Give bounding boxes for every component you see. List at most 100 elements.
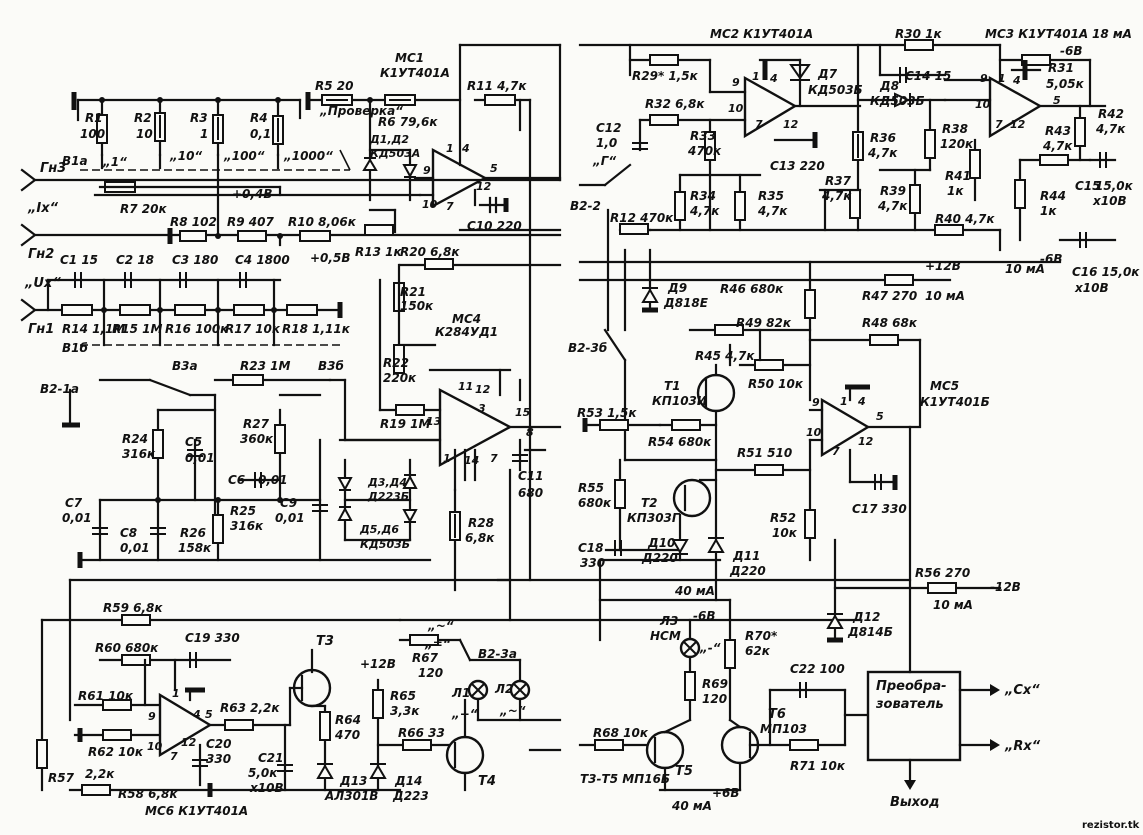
r4-range: „1000“ <box>283 149 333 163</box>
ma40a-label: 40 мА <box>674 584 715 598</box>
gn3-label: Гн3 <box>40 161 66 176</box>
r50-label: R50 10к <box>748 377 804 391</box>
t2-stage <box>582 418 816 622</box>
t1-label: T1 <box>664 379 681 393</box>
r28-label: R28 <box>468 516 494 530</box>
d1d2-label: Д1,Д2 <box>369 133 409 146</box>
r12-label: R12 470к <box>610 211 674 225</box>
capacitors-c1-c4 <box>74 272 247 288</box>
b2-1a-label: B2-1a <box>40 382 79 396</box>
ms1-type: К1УТ401А <box>380 66 450 80</box>
ms4-type: К284УД1 <box>435 325 498 339</box>
gn1-label: Гн1 <box>28 322 54 337</box>
ltilde-label: „~“ <box>499 704 526 718</box>
r14-label: R14 1,1М <box>62 322 125 336</box>
c1-label: C1 15 <box>60 253 98 267</box>
r17-label: R17 10к <box>225 322 281 336</box>
mc1-pin9: 9 <box>423 164 431 177</box>
r38-label: R38 <box>942 122 968 136</box>
t2-type: КП303Г <box>627 511 681 525</box>
d9-type: Д818Е <box>663 296 709 310</box>
r54-label: R54 680к <box>648 435 712 449</box>
d14-type: Д223 <box>392 789 429 803</box>
c16-voltage: х10В <box>1074 281 1109 295</box>
mc1-pin10: 10 <box>422 198 438 211</box>
r33-value: 470к <box>687 144 722 158</box>
ma10a-label: 10 мА <box>1005 262 1045 276</box>
t3-label: T3 <box>316 634 334 649</box>
lminus-label: „-“ <box>699 641 721 655</box>
opamp-mc6 <box>36 578 512 797</box>
r70-label: R70* <box>745 629 778 643</box>
eq-label: „=“ <box>424 637 451 651</box>
mc4-pin14: 14 <box>464 454 479 467</box>
r30-label: R30 1к <box>895 27 942 41</box>
range-resistor-bank <box>71 92 302 170</box>
input-gn3 <box>20 168 562 197</box>
ma18-label: 18 мА <box>1092 27 1132 41</box>
plus12-label: +12В <box>925 259 961 273</box>
r71-label: R71 10к <box>790 759 846 773</box>
c9-label: C9 <box>280 496 297 510</box>
r3-value: 1 <box>200 127 208 141</box>
r48-label: R48 68к <box>862 316 918 330</box>
diodes-d1-d2 <box>362 148 418 202</box>
r2-range: „10“ <box>169 149 202 163</box>
t6-type: МП103 <box>760 722 807 736</box>
r11-label: R11 4,7к <box>467 79 527 93</box>
r64-label: R64 <box>335 713 361 727</box>
mc5-pin10: 10 <box>806 426 822 439</box>
cx-output: „Cх“ <box>1004 683 1040 698</box>
c20-label: C20 <box>206 737 232 751</box>
minus6b-label: -6В <box>1040 252 1062 266</box>
r55-value: 680к <box>578 496 612 510</box>
ms5-type: К1УТ401Б <box>920 395 990 409</box>
c2-label: C2 18 <box>116 253 154 267</box>
d9-label: Д9 <box>667 281 687 295</box>
mc5-pin7: 7 <box>832 445 840 458</box>
r32-label: R32 6,8к <box>645 97 705 111</box>
mc3-pin4: 4 <box>1012 74 1021 87</box>
d11-label: Д11 <box>732 549 760 563</box>
resistor-r28 <box>449 488 461 592</box>
r35-label: R35 <box>758 189 784 203</box>
ma10c-label: 10 мА <box>933 598 973 612</box>
c16-label: C16 15,0к <box>1072 265 1140 279</box>
mc2-pin10: 10 <box>728 102 744 115</box>
r63-label: R63 2,2к <box>220 701 280 715</box>
r46-label: R46 680к <box>720 282 784 296</box>
r3-label: R3 <box>190 111 208 125</box>
mc4-pin7: 7 <box>490 452 498 465</box>
mc4-pin13: 13 <box>426 415 442 428</box>
t5-label: T5 <box>675 764 693 779</box>
r51-label: R51 510 <box>737 446 792 460</box>
mc2-pin1: 1 <box>752 70 760 83</box>
mc3-pin10: 10 <box>975 98 991 111</box>
opamp-mc3 <box>943 43 1117 252</box>
c13-label: C13 220 <box>770 159 825 173</box>
r39-label: R39 <box>880 184 906 198</box>
r19-label: R19 1М <box>380 417 430 431</box>
resistors-r14-r18 <box>61 278 343 347</box>
r35-value: 4,7к <box>757 204 788 218</box>
t4-label: T4 <box>478 774 496 789</box>
r4-value: 0,1 <box>250 127 271 141</box>
c21-value: 5,0к <box>248 766 278 780</box>
d3d4-type: Д223Б <box>367 490 409 503</box>
r60-label: R60 680к <box>95 641 159 655</box>
ms2-label: MC2 К1УТ401А <box>710 27 813 41</box>
mc5-pin4: 4 <box>857 395 866 408</box>
mc3-pin1: 1 <box>998 72 1006 85</box>
switch-b2-b3 <box>62 374 347 522</box>
ms1-label: MC1 <box>395 51 424 65</box>
r36-label: R36 <box>870 131 896 145</box>
ms4-label: MC4 <box>452 312 481 326</box>
c15-value: 15,0к <box>1095 179 1134 193</box>
r37-value: 4,7к <box>821 189 852 203</box>
t3t5-label: Т3-Т5 МП16Б <box>580 772 670 786</box>
c4-label: C4 1800 <box>235 253 290 267</box>
d3d4-label: Д3,Д4 <box>367 476 407 489</box>
mc3-pin9: 9 <box>980 72 988 85</box>
mc4-pin1: 1 <box>443 452 451 465</box>
d5d6-type: КД503Б <box>360 538 410 551</box>
